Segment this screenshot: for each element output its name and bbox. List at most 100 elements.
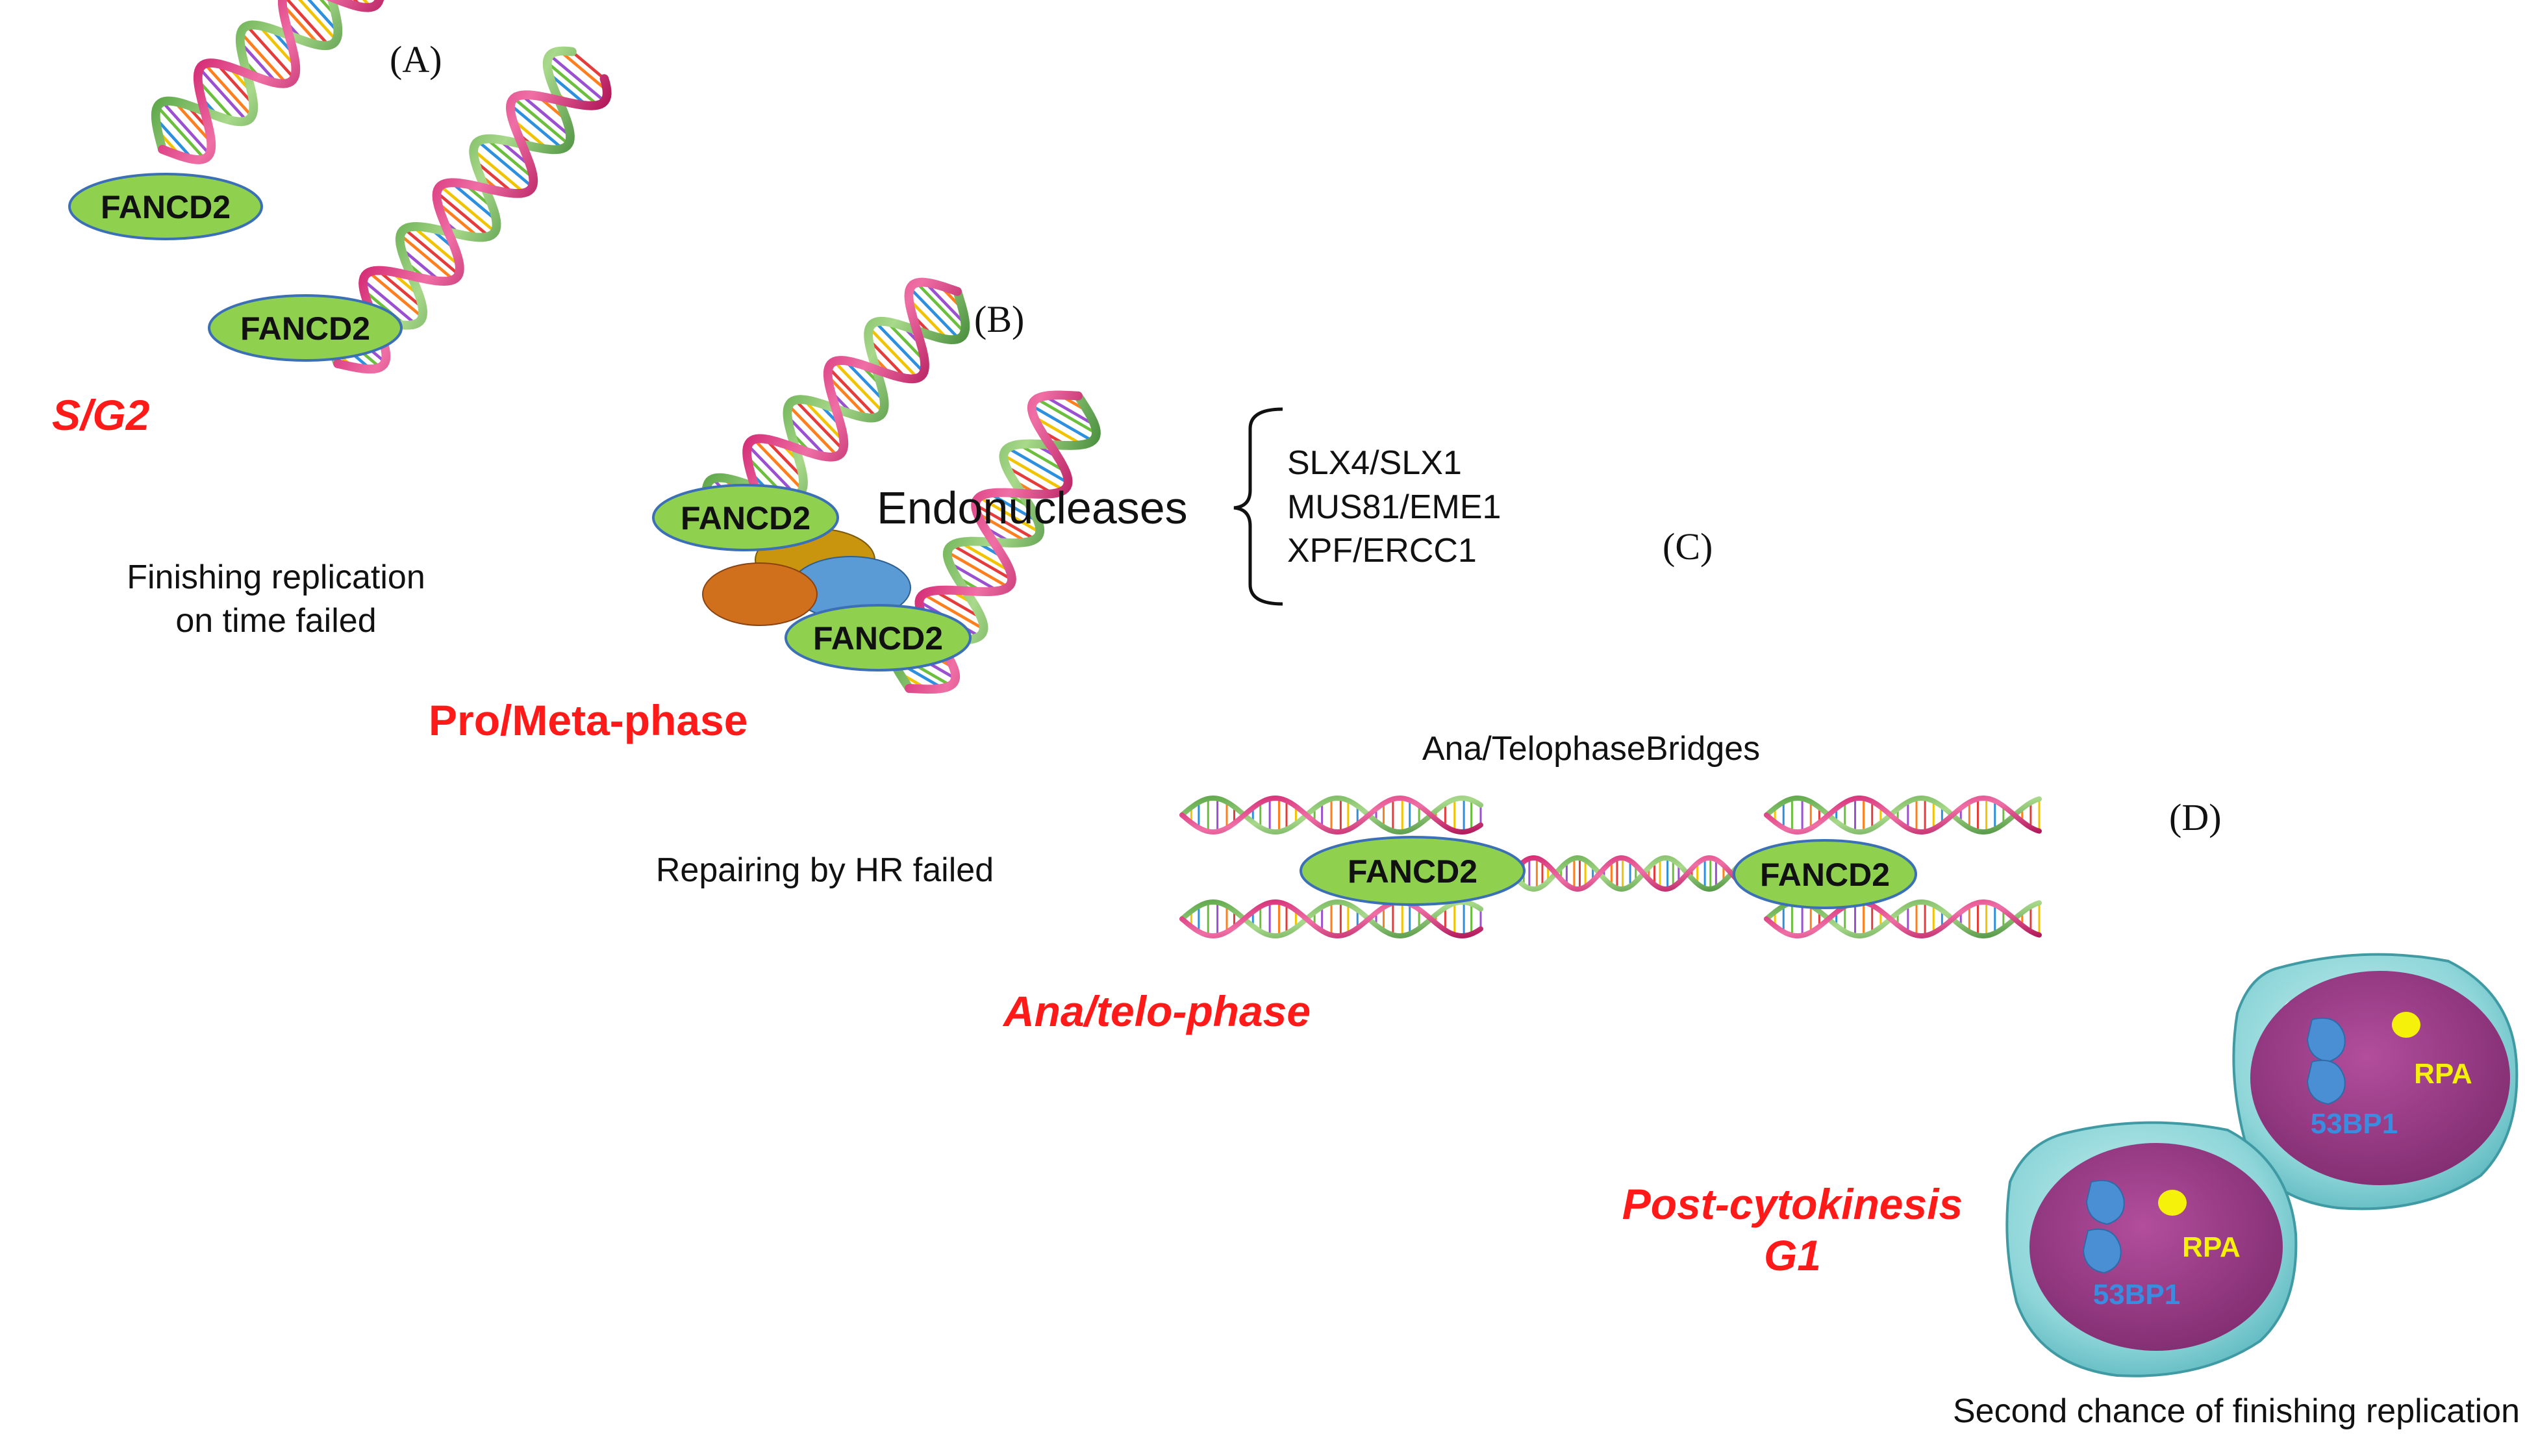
dna-base-pair [907, 298, 949, 341]
dna-base-pair [323, 0, 363, 8]
fancd2-a-2: FANCD2 [208, 294, 403, 362]
dna-base-pair [520, 94, 572, 138]
fancd2-b-2: FANCD2 [785, 604, 972, 672]
svg-text:FANCD2: FANCD2 [240, 310, 370, 347]
phase-label-post-cytokinesis: Post-cytokinesis G1 [1565, 1179, 2020, 1281]
dna-base-pair [239, 41, 279, 84]
dna-base-pair [197, 79, 236, 123]
dna-base-pair [436, 201, 480, 239]
dna-bridge-lower-left [1179, 899, 1483, 939]
dna-base-pair [923, 281, 966, 325]
bridges-label: Ana/TelophaseBridges [1422, 730, 1761, 768]
dna-base-pair [1036, 397, 1098, 435]
dna-base-pair [245, 25, 295, 79]
dna-strand-pink [1179, 899, 1483, 939]
caption-a-line2: on time failed [175, 601, 377, 640]
dna-base-pair [951, 544, 1013, 581]
dna-base-pair [833, 360, 885, 413]
svg-text:FANCD2: FANCD2 [813, 620, 943, 657]
dna-base-pair [368, 271, 423, 318]
dna-base-pair [439, 184, 496, 233]
rpa-label-lower: RPA [2182, 1231, 2241, 1263]
dna-helix-a-lower [321, 46, 612, 374]
dna-base-pair [1007, 446, 1069, 484]
dna-base-pair [240, 32, 288, 84]
dna-base-pair [959, 541, 1011, 573]
dna-strand-pink [1764, 899, 2042, 939]
fancd2-c-2: FANCD2 [1733, 839, 1917, 909]
dna-base-pair [753, 438, 803, 491]
dna-base-pair [1003, 454, 1065, 492]
cell-upper: RPA 53BP1 [2232, 953, 2519, 1211]
dna-base-pair [1005, 465, 1054, 496]
fancd2-c-1: FANCD2 [1300, 836, 1526, 906]
dna-base-pair [802, 398, 845, 443]
enzyme-item: MUS81/EME1 [1287, 488, 1501, 526]
dna-base-pair [1044, 394, 1096, 427]
nuclease-orange [702, 562, 818, 626]
dna-base-pair [909, 287, 961, 340]
dna-strand-pink [158, 0, 460, 164]
dna-base-pair [288, 0, 338, 42]
phase-label-pro-meta: Pro/Meta-phase [429, 696, 748, 744]
dna-base-pair [173, 100, 212, 144]
panel-letter-b: (B) [974, 298, 1025, 340]
dna-base-pair [933, 589, 983, 620]
dna-base-pair [874, 321, 925, 373]
fancd2-b-1: FANCD2 [652, 484, 839, 551]
dna-base-pair [978, 496, 1041, 534]
dna-strand-pink [1764, 795, 2042, 835]
dna-base-pair [885, 320, 926, 362]
enzyme-item: SLX4/SLX1 [1287, 444, 1462, 482]
dna-base-pair [509, 103, 564, 150]
dna-base-pair [512, 97, 570, 145]
foci-label-lower: 53BP1 [2093, 1279, 2181, 1311]
svg-text:FANCD2: FANCD2 [681, 500, 810, 536]
dna-base-pair [827, 366, 878, 419]
dna-base-pair [976, 512, 1028, 544]
dna-base-pair [559, 49, 609, 92]
phase-line-1: Post-cytokinesis [1622, 1180, 1963, 1228]
foci-label-upper: 53BP1 [2311, 1108, 2398, 1140]
dna-base-pair [764, 438, 805, 479]
dna-strand-green [151, 0, 427, 154]
dna-base-pair [377, 269, 423, 309]
dna-base-pair [546, 61, 599, 107]
dna-base-pair [155, 117, 194, 160]
phase-label-ana-telo: Ana/telo-phase [1003, 987, 1311, 1035]
dna-base-pair [867, 338, 908, 380]
enzyme-brace [1233, 407, 1283, 606]
caption-a: Finishing replication on time failed [84, 556, 468, 642]
svg-text:FANCD2: FANCD2 [1760, 857, 1890, 893]
phase-line-2: G1 [1763, 1231, 1822, 1280]
dna-base-pair [747, 444, 798, 497]
panel-letter-c: (C) [1663, 525, 1713, 568]
dna-base-pair [412, 225, 461, 267]
dna-base-pair [547, 72, 588, 107]
dna-base-pair [485, 138, 534, 179]
dna-base-pair [198, 68, 248, 122]
dna-base-pair [988, 492, 1039, 523]
panel-letter-d: (D) [2169, 796, 2222, 838]
dna-bridge-upper-right [1764, 795, 2042, 835]
dna-base-pair [794, 399, 844, 451]
fancd2-a-1: FANCD2 [68, 173, 263, 240]
dna-base-pair [549, 54, 606, 103]
rpa-label-upper: RPA [2414, 1058, 2472, 1090]
caption-a-line1: Finishing replication [127, 559, 425, 596]
dna-base-pair [473, 159, 515, 195]
caption-d: Second chance of finishing replication [1952, 1392, 2520, 1430]
dna-base-pair [161, 101, 211, 155]
dna-base-pair [472, 149, 525, 194]
dna-base-pair [571, 50, 605, 80]
dna-base-pair [827, 375, 870, 419]
dna-base-pair [362, 279, 417, 325]
caption-b: Repairing by HR failed [655, 851, 994, 889]
dna-base-pair [844, 359, 886, 403]
dna-base-pair [400, 247, 442, 282]
dna-bridge-upper-left [1179, 795, 1483, 835]
dna-base-pair [946, 551, 1009, 589]
svg-text:FANCD2: FANCD2 [1348, 853, 1477, 890]
dna-base-pair [403, 227, 460, 276]
